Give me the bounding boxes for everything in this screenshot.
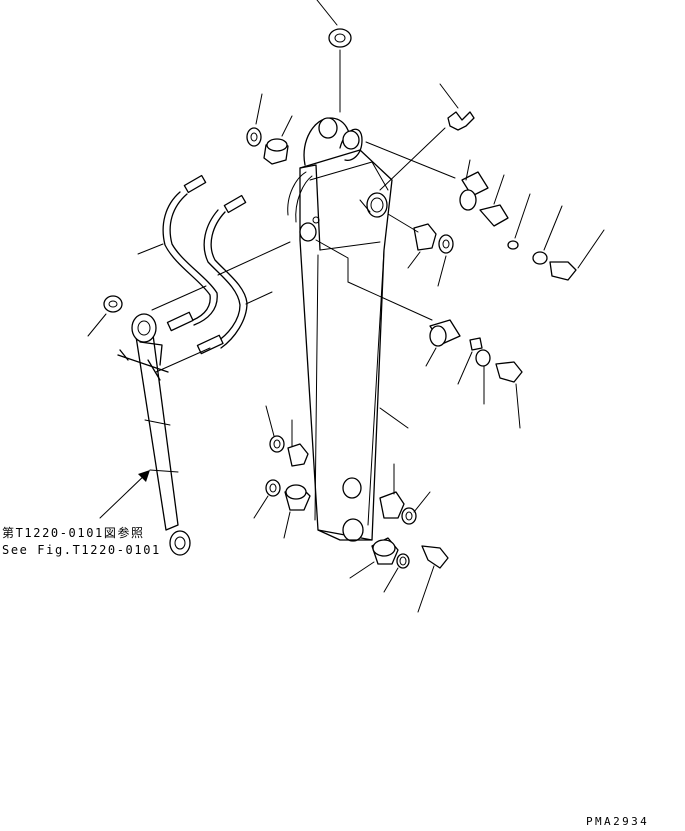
arm: [287, 117, 393, 542]
bushing-pair-lower-right: [371, 491, 449, 569]
grease-fitting-top: [447, 111, 475, 131]
hoses: [162, 174, 248, 355]
pin-upper: [459, 171, 577, 281]
pin-middle: [429, 319, 523, 383]
bushing-pair-top-left: [246, 127, 289, 165]
bushing-pair-mid-right: [413, 223, 454, 254]
cylinder-boss: [366, 192, 388, 218]
reference-label-jp: 第T1220-0101図参照: [2, 526, 145, 540]
reference-label-en: See Fig.T1220-0101: [2, 543, 161, 557]
bushing-pair-lower-left: [265, 435, 311, 511]
arm-cylinder: [117, 313, 191, 556]
washer-left: [103, 295, 123, 313]
bucket-pin-boss: [342, 518, 364, 542]
drawing-code: PMA2934: [586, 815, 650, 828]
top-pin-boss: [318, 117, 338, 139]
washer-top: [328, 28, 352, 48]
leader-lines: [87, 0, 605, 613]
